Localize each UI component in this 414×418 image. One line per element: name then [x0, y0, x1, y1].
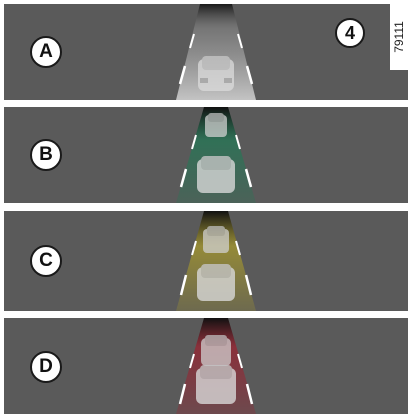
panel-b: B	[4, 107, 408, 203]
road-illustration-d	[4, 318, 408, 414]
image-code: 79111	[392, 21, 406, 53]
panel-c: C	[4, 211, 408, 311]
vehicle-ahead	[198, 56, 234, 91]
road-illustration-b	[4, 107, 408, 203]
figure-number: 4	[335, 18, 365, 48]
vehicle-near	[197, 264, 235, 301]
panel-label-b: B	[30, 139, 62, 171]
panel-label-a: A	[30, 36, 62, 68]
panel-label-c: C	[30, 245, 62, 277]
road-illustration-c	[4, 211, 408, 311]
panel-label-d: D	[30, 351, 62, 383]
vehicle-far	[203, 226, 229, 253]
vehicle-near	[196, 365, 236, 404]
vehicle-far	[201, 335, 231, 366]
panel-d: D	[4, 318, 408, 414]
vehicle-far	[205, 113, 227, 137]
vehicle-near	[197, 156, 235, 193]
